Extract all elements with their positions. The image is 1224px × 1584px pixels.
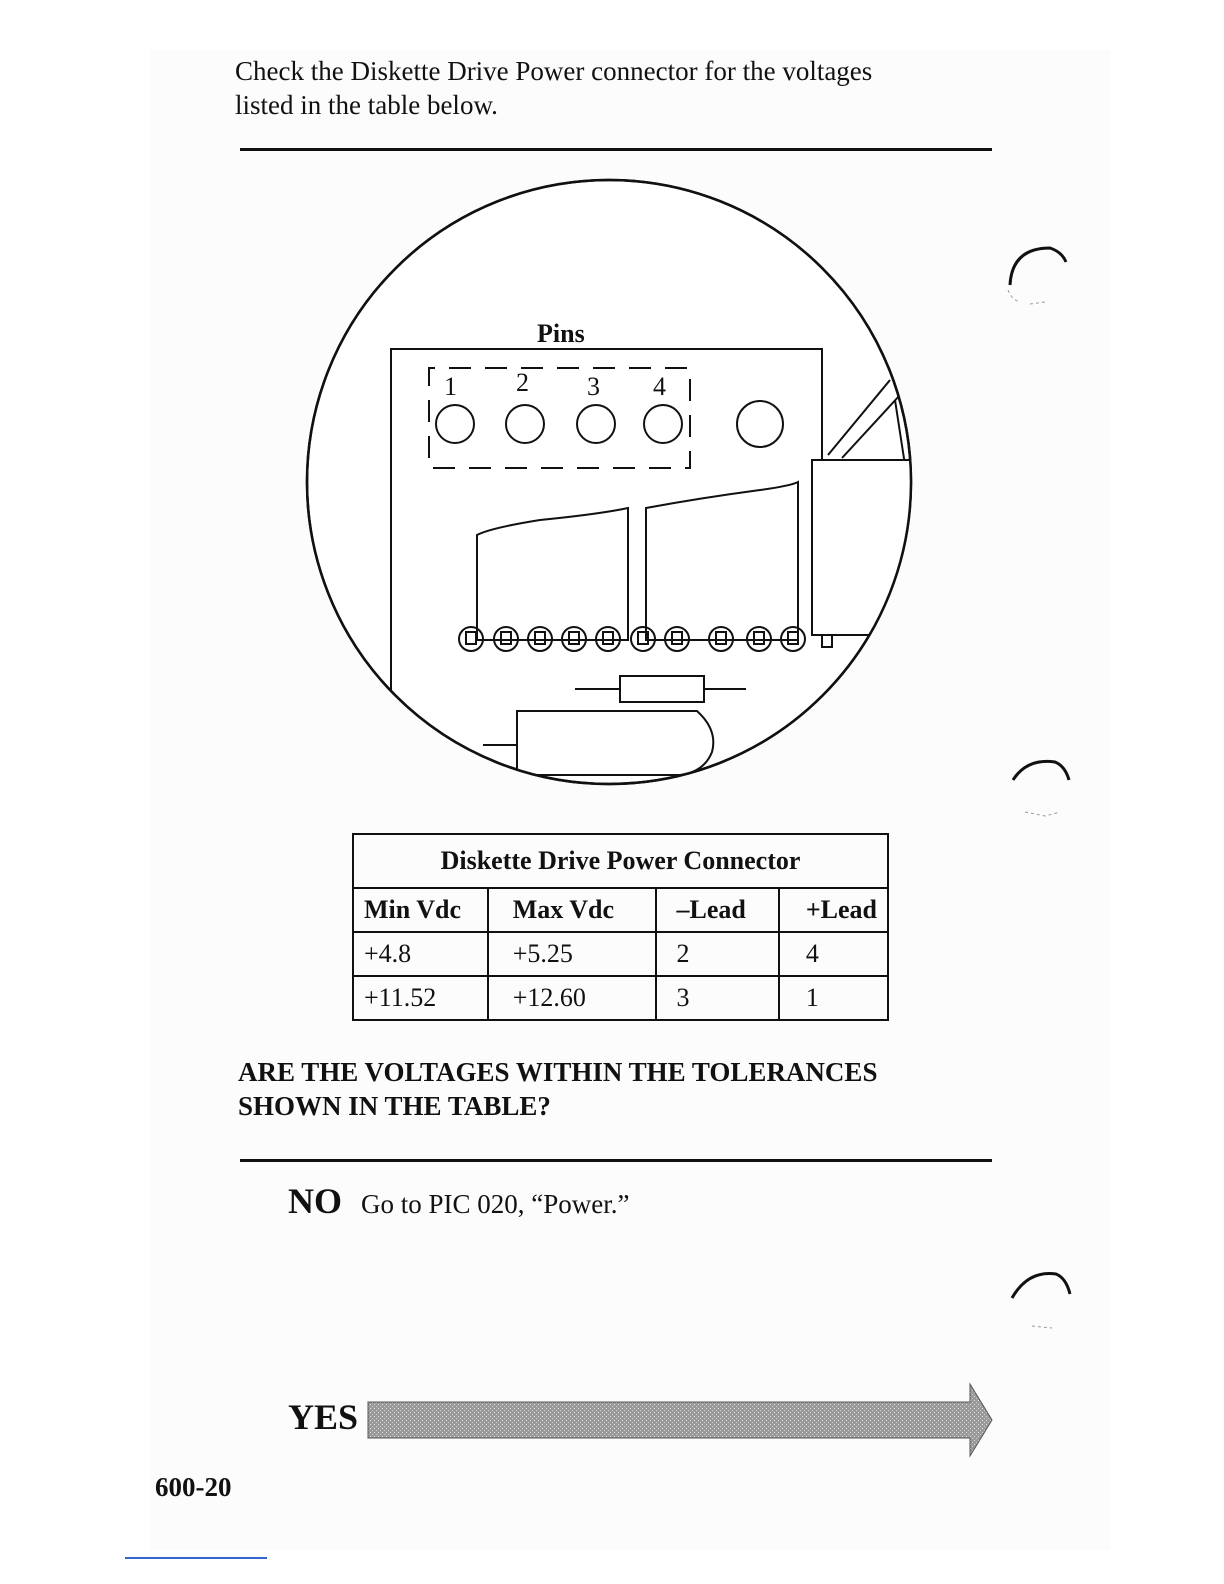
header-max-vdc: Max Vdc [488, 888, 656, 932]
table-row: +11.52 +12.60 3 1 [353, 976, 888, 1020]
question-line-1: ARE THE VOLTAGES WITHIN THE TOLERANCES [238, 1055, 877, 1089]
cell-max: +12.60 [488, 976, 656, 1020]
cell-plus-lead: 1 [779, 976, 888, 1020]
question-text: ARE THE VOLTAGES WITHIN THE TOLERANCES S… [238, 1055, 877, 1123]
connector-diagram: Pins 1 2 3 4 [290, 170, 920, 790]
pin-number-2: 2 [516, 368, 529, 397]
intro-line-1: Check the Diskette Drive Power connector… [235, 54, 995, 88]
cell-minus-lead: 3 [656, 976, 779, 1020]
header-min-vdc: Min Vdc [353, 888, 488, 932]
header-plus-lead: +Lead [779, 888, 888, 932]
no-label: NO [288, 1180, 342, 1222]
crystal [517, 711, 713, 775]
cell-minus-lead: 2 [656, 932, 779, 976]
component-left [477, 508, 628, 640]
pins-label: Pins [537, 319, 585, 348]
component-right [646, 482, 798, 640]
pin-number-4: 4 [653, 372, 666, 401]
binder-hole-bottom [1008, 1262, 1088, 1332]
side-connector [812, 460, 912, 635]
question-line-2: SHOWN IN THE TABLE? [238, 1089, 877, 1123]
yes-label: YES [288, 1396, 358, 1438]
cell-min: +11.52 [353, 976, 488, 1020]
top-divider [240, 148, 992, 151]
table-title: Diskette Drive Power Connector [353, 834, 888, 888]
no-instruction: Go to PIC 020, “Power.” [361, 1189, 629, 1220]
page-number: 600-20 [155, 1472, 232, 1503]
yes-arrow-icon [366, 1380, 996, 1460]
pin-number-3: 3 [587, 372, 600, 401]
intro-line-2: listed in the table below. [235, 88, 995, 122]
cell-plus-lead: 4 [779, 932, 888, 976]
binder-hole-middle [1005, 750, 1085, 820]
table-row: +4.8 +5.25 2 4 [353, 932, 888, 976]
cell-max: +5.25 [488, 932, 656, 976]
footer-line [125, 1557, 267, 1559]
cell-min: +4.8 [353, 932, 488, 976]
pin-number-1: 1 [444, 372, 457, 401]
resistor [620, 676, 704, 702]
bottom-divider [240, 1159, 992, 1162]
header-minus-lead: –Lead [656, 888, 779, 932]
binder-hole-top [1000, 240, 1080, 310]
voltage-table: Diskette Drive Power Connector Min Vdc M… [352, 833, 889, 1021]
intro-text: Check the Diskette Drive Power connector… [235, 54, 995, 122]
